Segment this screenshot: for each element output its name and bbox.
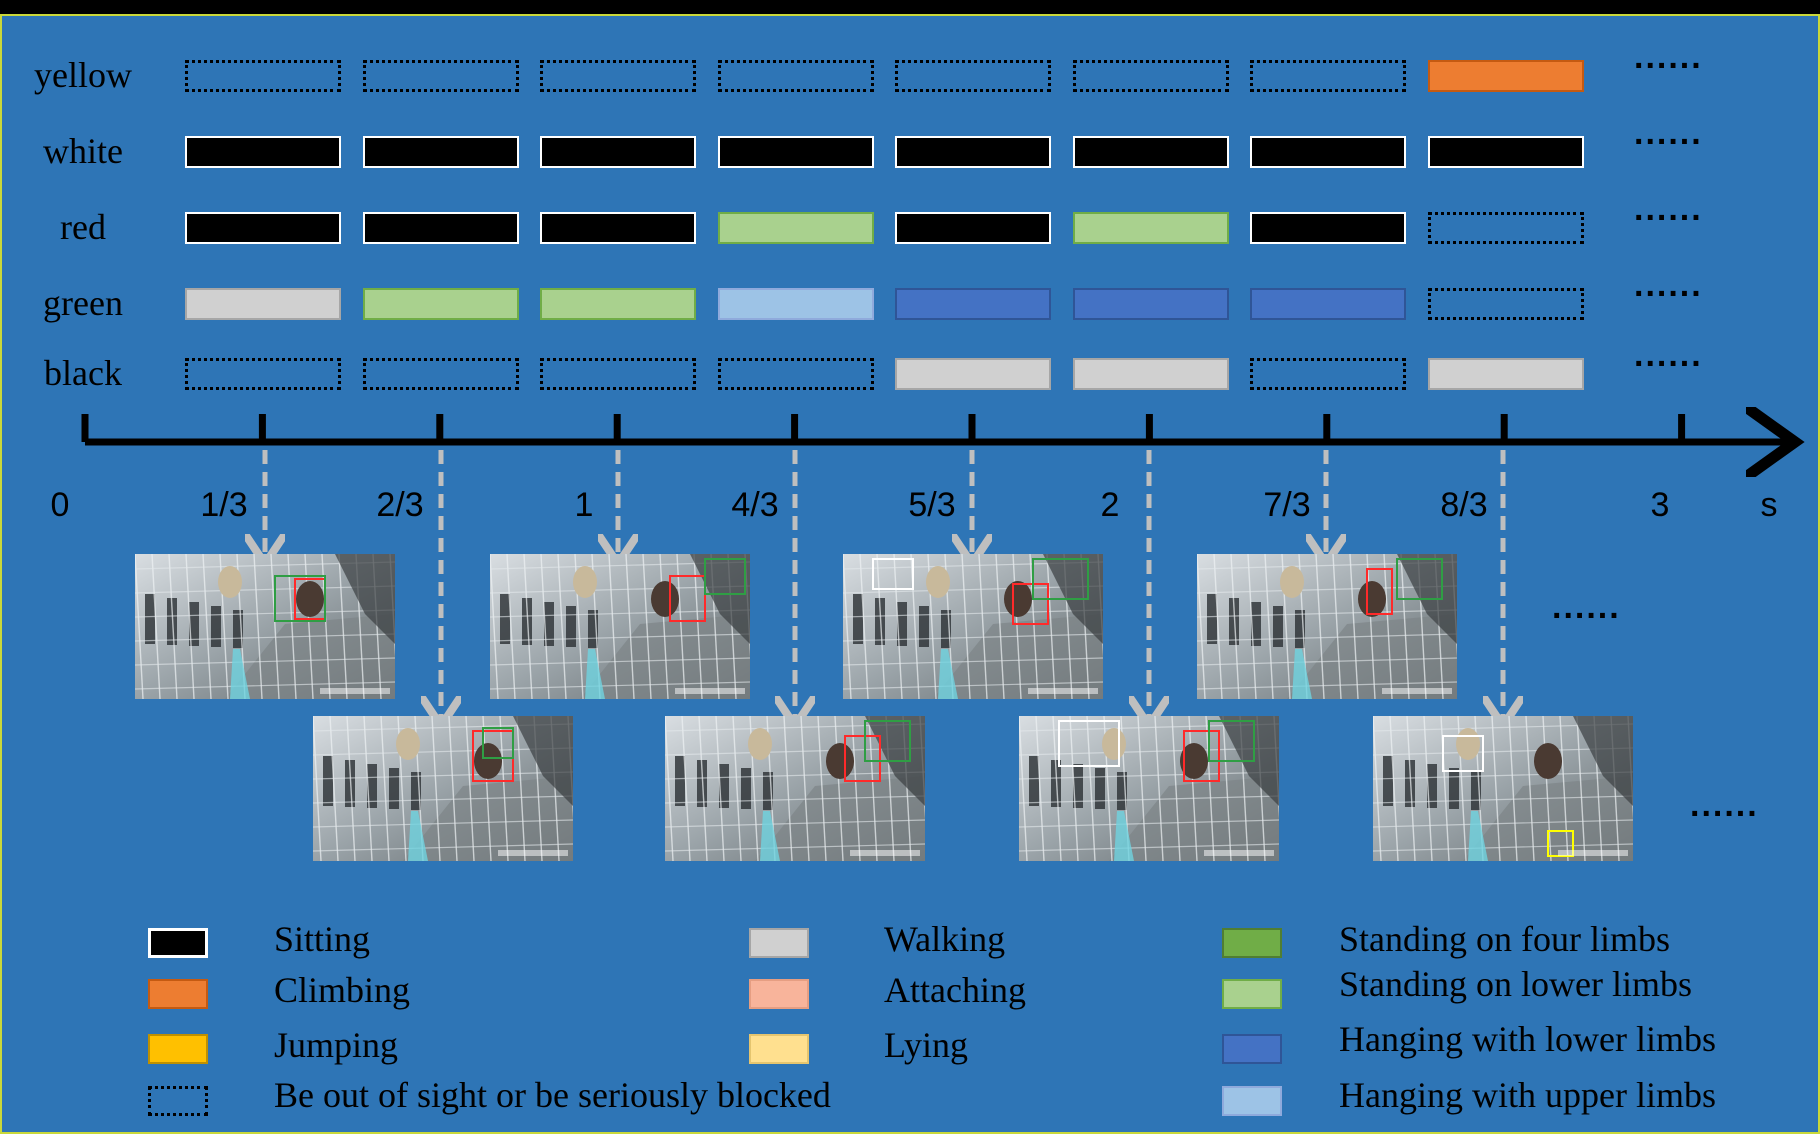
segment-green-2 [362, 288, 519, 320]
segment-red-5 [895, 212, 1051, 244]
segment-black-2 [362, 358, 519, 390]
legend-label-standing-four: Standing on four limbs [1339, 919, 1670, 959]
segment-red-6 [1072, 212, 1229, 244]
segment-black-3 [540, 358, 696, 390]
segment-green-6 [1072, 288, 1229, 320]
segment-yellow-7 [1250, 60, 1406, 92]
legend-label-lying: Lying [884, 1025, 969, 1065]
legend-swatch-hanging-lower [1222, 1034, 1282, 1064]
segment-green-1 [185, 288, 341, 320]
segment-yellow-8 [1427, 60, 1584, 92]
legend-label-hanging-upper: Hanging with upper limbs [1339, 1075, 1716, 1115]
segment-white-5 [895, 136, 1051, 168]
legend-label-climbing: Climbing [274, 970, 411, 1010]
video-frame-6 [665, 716, 925, 861]
segment-yellow-1 [185, 60, 341, 92]
segment-green-7 [1250, 288, 1406, 320]
video-frame-3 [843, 554, 1103, 699]
legend-swatch-lying [749, 1034, 809, 1064]
segment-yellow-5 [895, 60, 1051, 92]
legend-swatch-hanging-upper [1222, 1086, 1282, 1116]
segment-red-1 [185, 212, 341, 244]
segment-black-8 [1427, 358, 1584, 390]
segment-white-3 [540, 136, 696, 168]
segment-white-7 [1250, 136, 1406, 168]
legend-label-attaching: Attaching [884, 970, 1026, 1010]
video-frame-2 [490, 554, 750, 699]
tick-label-9: 3 [1650, 486, 1670, 524]
tick-label-5: 5/3 [908, 486, 956, 524]
legend-swatch-climbing [148, 979, 208, 1009]
row-ellipsis-yellow: ...... [1634, 38, 1703, 76]
segment-black-5 [895, 358, 1051, 390]
video-frame-8 [1373, 716, 1633, 861]
tick-label-8: 8/3 [1440, 486, 1488, 524]
tick-label-2: 2/3 [376, 486, 424, 524]
legend-label-jumping: Jumping [274, 1025, 399, 1065]
legend-label-walking: Walking [884, 919, 1006, 959]
segment-red-2 [362, 212, 519, 244]
segment-green-5 [895, 288, 1051, 320]
tick-label-1: 1/3 [200, 486, 248, 524]
segment-green-3 [540, 288, 696, 320]
segment-black-1 [185, 358, 341, 390]
row-ellipsis-white: ...... [1634, 114, 1703, 152]
segment-black-6 [1072, 358, 1229, 390]
segment-red-7 [1250, 212, 1406, 244]
row-label-green: green [43, 283, 123, 323]
tick-label-7: 7/3 [1263, 486, 1311, 524]
legend-label-standing-lower: Standing on lower limbs [1339, 964, 1692, 1004]
video-frame-7 [1019, 716, 1279, 861]
tick-label-6: 2 [1100, 486, 1120, 524]
row-ellipsis-green: ...... [1634, 266, 1703, 304]
legend-swatch-standing-four [1222, 928, 1282, 958]
legend-swatch-standing-lower [1222, 979, 1282, 1009]
segment-red-3 [540, 212, 696, 244]
video-frame-4 [1197, 554, 1457, 699]
segment-yellow-4 [717, 60, 874, 92]
legend-swatch-attaching [749, 979, 809, 1009]
segment-white-1 [185, 136, 341, 168]
row-ellipsis-red: ...... [1634, 190, 1703, 228]
segment-yellow-6 [1072, 60, 1229, 92]
segment-red-8 [1427, 212, 1584, 244]
segment-white-6 [1072, 136, 1229, 168]
tick-label-3: 1 [574, 486, 594, 524]
segment-yellow-3 [540, 60, 696, 92]
segment-black-4 [717, 358, 874, 390]
segment-white-8 [1427, 136, 1584, 168]
row-ellipsis-black: ...... [1634, 336, 1703, 374]
row-label-red: red [60, 207, 106, 247]
row-label-white: white [43, 131, 123, 171]
segment-green-4 [717, 288, 874, 320]
segment-red-4 [717, 212, 874, 244]
legend-label-sitting: Sitting [274, 919, 371, 959]
frames-ellipsis-top: ...... [1552, 588, 1621, 626]
segment-white-4 [717, 136, 874, 168]
row-label-yellow: yellow [34, 55, 132, 95]
tick-label-4: 4/3 [731, 486, 779, 524]
legend-swatch-sitting [148, 928, 208, 958]
segment-white-2 [362, 136, 519, 168]
legend-label-occluded: Be out of sight or be seriously blocked [274, 1075, 831, 1115]
frames-ellipsis-bottom: ...... [1690, 786, 1759, 824]
row-label-black: black [44, 353, 122, 393]
axis-unit: s [1760, 486, 1778, 524]
legend-swatch-jumping [148, 1034, 208, 1064]
legend-label-hanging-lower: Hanging with lower limbs [1339, 1019, 1716, 1059]
segment-black-7 [1250, 358, 1406, 390]
diagram-panel: yellow white red green black ...............… [0, 14, 1820, 1134]
video-frame-5 [313, 716, 573, 861]
segment-yellow-2 [362, 60, 519, 92]
legend-swatch-occluded [148, 1086, 208, 1116]
video-frame-1 [135, 554, 395, 699]
segment-green-8 [1427, 288, 1584, 320]
legend-swatch-walking [749, 928, 809, 958]
tick-label-0: 0 [50, 486, 70, 524]
